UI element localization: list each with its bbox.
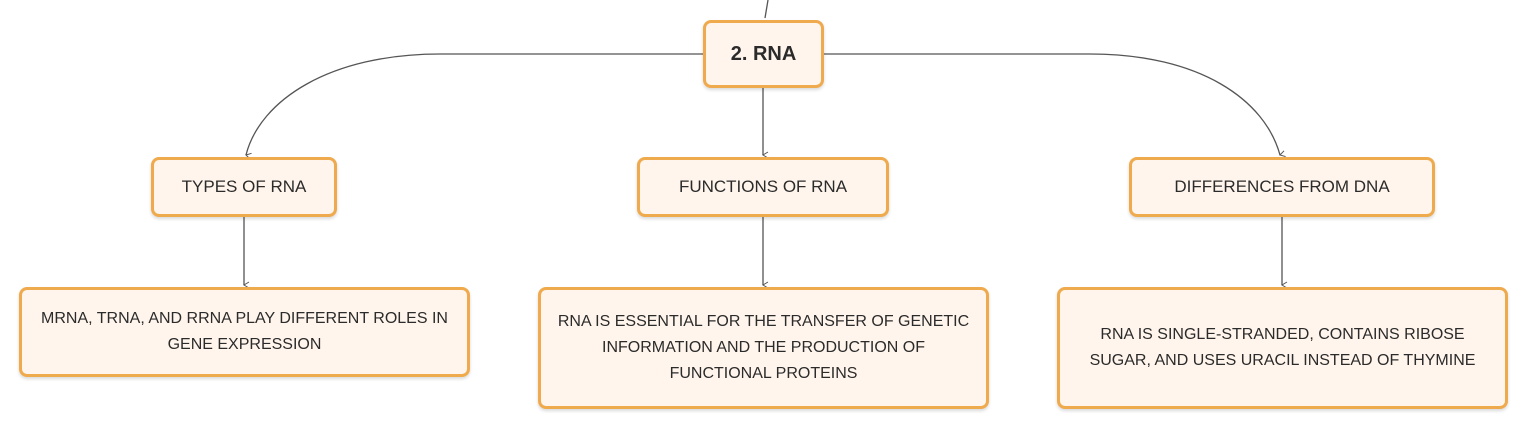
root-node-rna[interactable]: 2. RNA: [703, 20, 824, 88]
category-node-label: FUNCTIONS OF RNA: [678, 177, 848, 196]
category-node-functions-of-rna[interactable]: FUNCTIONS OF RNA: [637, 157, 889, 217]
category-node-types-of-rna[interactable]: TYPES OF RNA: [151, 157, 337, 217]
detail-node-differences[interactable]: RNA IS SINGLE-STRANDED, CONTAINS RIBOSE …: [1057, 287, 1508, 409]
connector-root-to-differences: [824, 53, 1286, 158]
category-node-differences-from-dna[interactable]: DIFFERENCES FROM DNA: [1129, 157, 1435, 217]
detail-node-functions[interactable]: RNA IS ESSENTIAL FOR THE TRANSFER OF GEN…: [538, 287, 989, 409]
category-node-label: DIFFERENCES FROM DNA: [1174, 177, 1390, 196]
connector-root-to-types: [245, 53, 703, 160]
detail-node-text: RNA IS SINGLE-STRANDED, CONTAINS RIBOSE …: [1089, 326, 1476, 369]
detail-node-types[interactable]: MRNA, TRNA, AND RRNA PLAY DIFFERENT ROLE…: [19, 287, 470, 377]
detail-node-text: MRNA, TRNA, AND RRNA PLAY DIFFERENT ROLE…: [41, 310, 448, 353]
detail-node-text: RNA IS ESSENTIAL FOR THE TRANSFER OF GEN…: [557, 313, 970, 382]
category-node-label: TYPES OF RNA: [181, 177, 307, 196]
root-node-label: 2. RNA: [730, 42, 797, 65]
incoming-connector: [764, 0, 769, 19]
